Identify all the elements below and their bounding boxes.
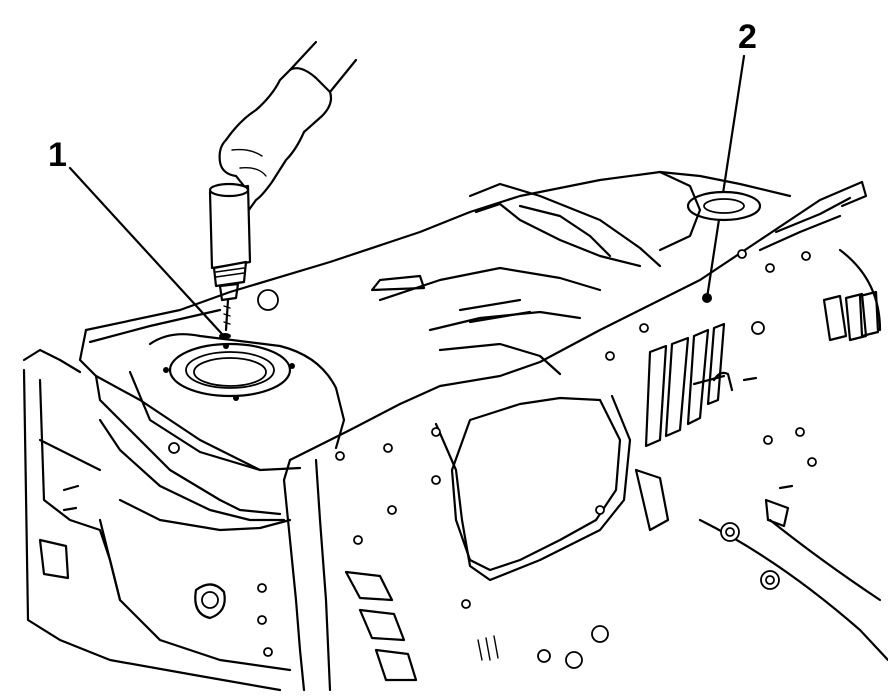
drill-point: [219, 333, 231, 339]
callout-label-1: 1: [48, 136, 67, 174]
leader-line-2: [705, 54, 746, 300]
callout-label-2: 2: [738, 18, 757, 56]
body-structure: [22, 170, 888, 692]
leader-line-1: [68, 166, 224, 336]
weld-point-2: [702, 293, 712, 303]
drill-tool: [208, 182, 252, 339]
